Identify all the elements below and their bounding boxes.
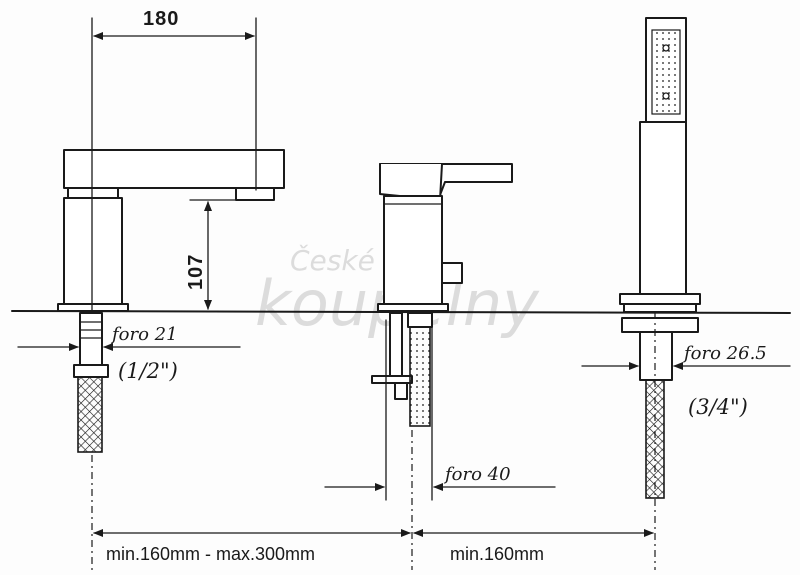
shower-nut bbox=[621, 317, 699, 333]
thread-three-quarter-inch-label: (3/4") bbox=[688, 395, 748, 419]
spout-flange bbox=[57, 303, 129, 312]
dim-180-label: 180 bbox=[143, 8, 179, 30]
mixer-cap bbox=[379, 163, 443, 201]
foro-26-5-label: foro 26.5 bbox=[682, 343, 767, 364]
shower-holder bbox=[619, 293, 701, 305]
foro-21-label: foro 21 bbox=[110, 324, 178, 345]
spout-shank bbox=[79, 312, 103, 366]
foro-40-label: foro 40 bbox=[443, 464, 511, 485]
spacing-left-label: min.160mm - max.300mm bbox=[106, 544, 315, 564]
mixer-body bbox=[383, 195, 443, 305]
mixer-hose bbox=[409, 315, 431, 427]
shower-shank bbox=[639, 331, 673, 381]
mixer-assembly bbox=[371, 163, 513, 427]
spout-assembly bbox=[57, 149, 285, 453]
spout-nut bbox=[73, 364, 109, 378]
spout-bar bbox=[63, 149, 285, 189]
spout-body bbox=[63, 197, 123, 305]
dim-107-label: 107 bbox=[185, 254, 207, 290]
thread-half-inch-label: (1/2") bbox=[118, 359, 178, 383]
mixer-shank bbox=[389, 312, 403, 384]
mixer-connector bbox=[371, 375, 413, 384]
mixer-flange bbox=[377, 303, 449, 312]
shower-spray-face bbox=[651, 29, 681, 115]
spacing-right-label: min.160mm bbox=[450, 544, 544, 564]
shower-handle bbox=[639, 121, 687, 295]
diverter-knob bbox=[441, 262, 463, 284]
hand-shower-assembly bbox=[619, 17, 701, 499]
spout-neck bbox=[67, 187, 119, 199]
watermark-top: České bbox=[290, 243, 375, 277]
spout-outlet bbox=[235, 187, 275, 201]
